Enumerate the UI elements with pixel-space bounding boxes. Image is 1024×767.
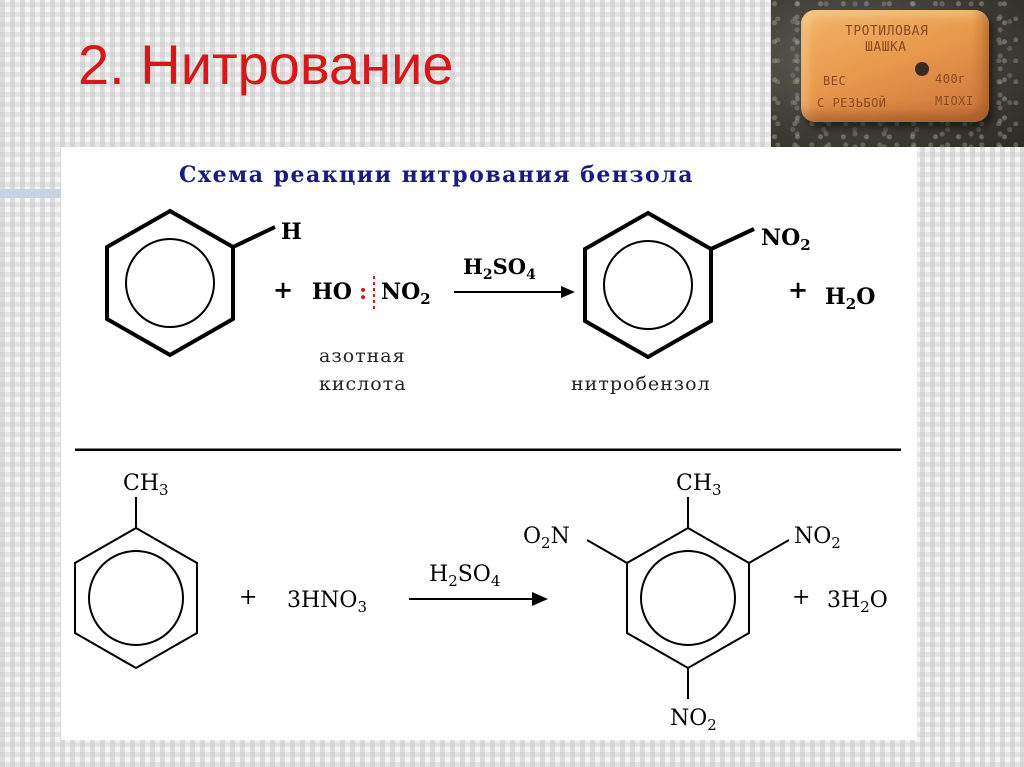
detonator-hole <box>915 62 929 76</box>
right-nitro-group: NO2 <box>794 524 841 552</box>
plus-sign-4: + <box>792 585 810 610</box>
benzene-nitration-svg: Схема реакции нитрования бензола H + HO … <box>75 162 901 452</box>
acid-caption-1: азотная <box>319 345 406 367</box>
reaction-arrow-2 <box>409 592 548 606</box>
plus-sign-3: + <box>239 585 257 610</box>
reaction-arrow <box>454 286 575 298</box>
photo-weight-label: ВЕС <box>823 74 847 88</box>
photo-code: MIOXI <box>935 94 974 108</box>
toluene-nitration-scheme: CH3 + 3HNO3 H2SO4 CH3 O2N NO2 NO2 + 3H2O <box>61 451 917 740</box>
plus-sign: + <box>273 275 293 304</box>
tnt-block: ТРОТИЛОВАЯ ШАШКА ВЕС 400г С РЕЗЬБОЙ MIOX… <box>801 10 989 122</box>
photo-line2: ШАШКА <box>865 40 907 55</box>
tnt-block-photo: ТРОТИЛОВАЯ ШАШКА ВЕС 400г С РЕЗЬБОЙ MIOX… <box>771 0 1024 147</box>
photo-line1: ТРОТИЛОВАЯ <box>845 24 929 39</box>
scheme-heading: Схема реакции нитрования бензола <box>179 162 694 188</box>
c-n-bond <box>710 227 755 251</box>
photo-thread-label: С РЕЗЬБОЙ <box>817 96 887 110</box>
toluene-nitration-svg: CH3 + 3HNO3 H2SO4 CH3 O2N NO2 NO2 + 3H2O <box>74 471 888 734</box>
benzene-ring <box>105 208 276 358</box>
catalyst: H2SO4 <box>463 254 536 283</box>
tnt-ring <box>586 497 790 699</box>
acid-caption-2: кислота <box>319 373 407 395</box>
svg-text::: : <box>359 279 367 305</box>
substituent-h: H <box>281 219 302 245</box>
water: H2O <box>825 284 875 313</box>
slide-title: 2. Нитрование <box>78 33 454 96</box>
left-nitro-bond <box>586 539 628 564</box>
accent-bar <box>0 189 62 198</box>
acid-left: HO <box>312 279 352 305</box>
left-nitro-group: O2N <box>523 524 570 552</box>
photo-weight-value: 400г <box>935 72 966 86</box>
c-h-bond <box>232 225 276 249</box>
product-caption: нитробензол <box>571 373 711 395</box>
nitric-acid: 3HNO3 <box>287 588 367 616</box>
catalyst-2: H2SO4 <box>429 562 500 590</box>
product-nitro-group: NO2 <box>761 225 811 254</box>
water-2: 3H2O <box>827 588 888 616</box>
bottom-nitro-group: NO2 <box>670 706 717 734</box>
nitrobenzene-ring <box>583 210 755 360</box>
methyl-group: CH3 <box>123 471 169 499</box>
toluene-ring <box>74 497 198 670</box>
benzene-nitration-scheme: Схема реакции нитрования бензола H + HO … <box>61 147 917 452</box>
right-nitro-bond <box>748 539 790 564</box>
product-methyl: CH3 <box>676 471 722 499</box>
acid-right: NO2 <box>381 279 431 308</box>
plus-sign-2: + <box>788 275 808 304</box>
